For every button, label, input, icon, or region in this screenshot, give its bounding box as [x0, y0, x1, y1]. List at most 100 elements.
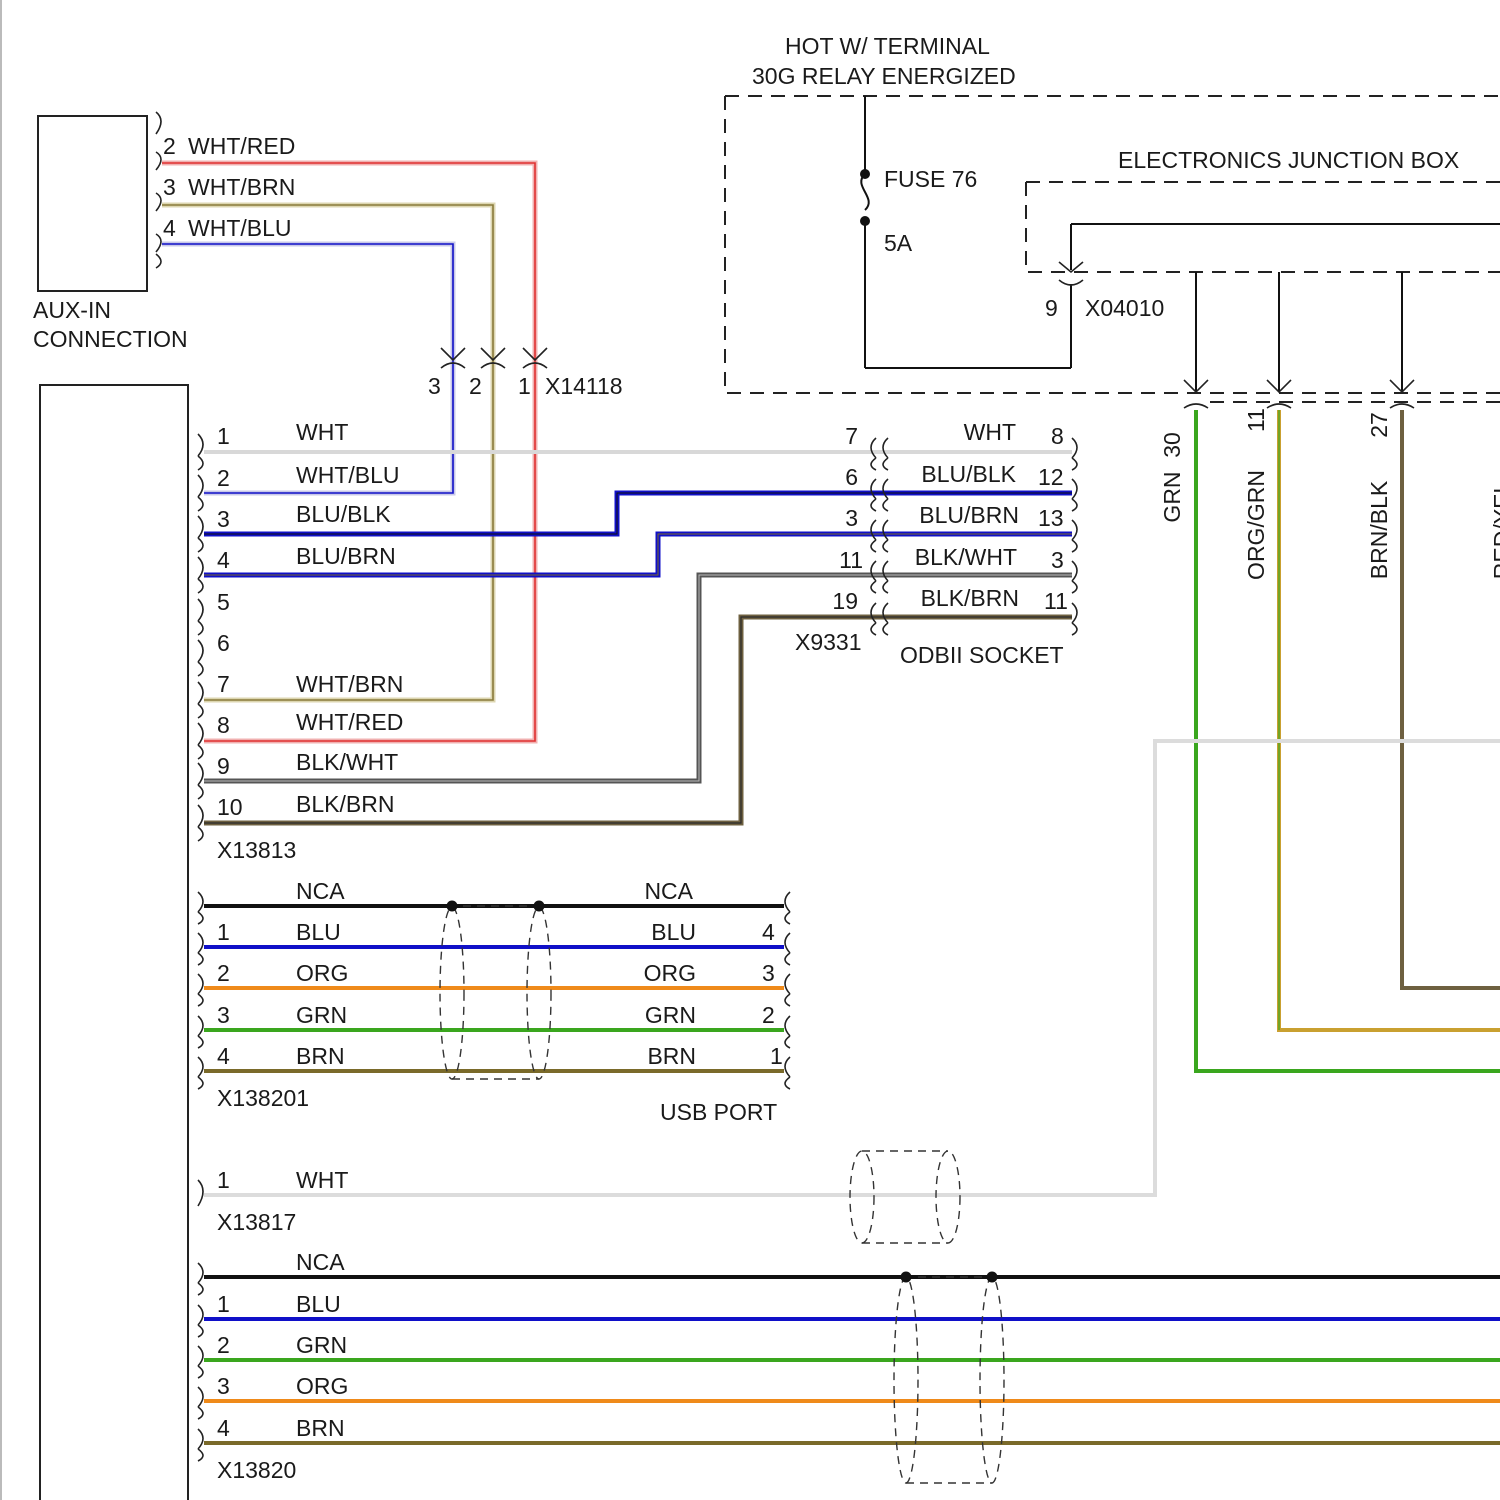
odbii-pin-13: 13: [1038, 505, 1064, 531]
x13813-wire-10: BLK/BRN: [296, 791, 394, 817]
x13820-pin-marker-1: [198, 1263, 203, 1295]
usb-port-label: USB PORT: [660, 1099, 777, 1125]
x13813-pin-marker-6: [198, 640, 203, 676]
x13820-wire-nca-label: NCA: [296, 1249, 345, 1275]
x13813-pin-8: 8: [217, 712, 230, 738]
x04010-label: X04010: [1085, 295, 1164, 321]
aux-in-label-line2: CONNECTION: [33, 326, 188, 352]
aux-pin-3: 3: [163, 174, 176, 200]
usb-port-wire-nca: NCA: [644, 878, 693, 904]
x13820-pin-2: 2: [217, 1332, 230, 1358]
radio-module-box: [40, 385, 188, 1500]
odbii-pin-marker-1: [1072, 438, 1077, 470]
x13813-pin-marker-10: [198, 805, 203, 841]
ejb-out-wire-org-grn: ORG/GRN: [1243, 470, 1269, 580]
usb-port-pin-2: 2: [762, 1002, 775, 1028]
x13813-pin-marker-4: [198, 557, 203, 593]
x138201-label: X138201: [217, 1085, 309, 1111]
x14118-pin-2: 2: [469, 373, 482, 399]
x9331-pin-6: 6: [845, 464, 858, 490]
x13820-wire-org-label: ORG: [296, 1373, 348, 1399]
x14118-pin-3: 3: [428, 373, 441, 399]
x13813-pin-5: 5: [217, 589, 230, 615]
odbii-pin-marker-2: [1072, 479, 1077, 511]
hot-title-line1: HOT W/ TERMINAL: [785, 33, 990, 59]
aux-in-label-line1: AUX-IN: [33, 297, 111, 323]
x138201-pin-marker-5: [198, 1057, 203, 1089]
x138201-wire-blu: BLU: [296, 919, 341, 945]
odbii-wire-blk-wht: BLK/WHT: [915, 544, 1017, 570]
odbii-wire-wht: WHT: [964, 419, 1016, 445]
odbii-pin-marker-5: [1072, 603, 1077, 635]
odbii-wire-blu-brn: BLU/BRN: [919, 502, 1019, 528]
usb-port-pin-1: 1: [770, 1043, 783, 1069]
ejb-out-pin-30: 30: [1159, 432, 1185, 458]
x138201-pin-3: 3: [217, 1002, 230, 1028]
x14118-pin-1: 1: [518, 373, 531, 399]
hot-title-line2: 30G RELAY ENERGIZED: [752, 63, 1016, 89]
x138201-pin-marker-3: [198, 974, 203, 1006]
usb-port-pin-marker-4: [785, 1016, 790, 1048]
x13813-pin-marker-3: [198, 516, 203, 552]
x13813-wire-2: WHT/BLU: [296, 462, 400, 488]
x13813-wire-7: WHT/BRN: [296, 671, 403, 697]
aux-wire-wht-blu-path: [162, 244, 453, 493]
fuse-label: FUSE 76: [884, 166, 977, 192]
x13813-wire-8: WHT/RED: [296, 709, 403, 735]
x13813-pin-marker-9: [198, 763, 203, 799]
x138201-pin-marker-2: [198, 933, 203, 965]
x138201-wire-nca: NCA: [296, 878, 345, 904]
usb-port-pin-marker-5: [785, 1057, 790, 1089]
aux-pin-2: 2: [163, 133, 176, 159]
odbii-wire-blu-blk: BLU/BLK: [921, 461, 1016, 487]
x13813-pin-2: 2: [217, 465, 230, 491]
x138201-pin-marker-4: [198, 1016, 203, 1048]
x9331-label: X9331: [795, 629, 862, 655]
x13817-label: X13817: [217, 1209, 296, 1235]
x04010-pin: 9: [1045, 295, 1058, 321]
x13817-pin-marker: [198, 1180, 203, 1206]
usb-port-wire-brn: BRN: [647, 1043, 696, 1069]
odbii-pin-8: 8: [1051, 423, 1064, 449]
x13820-wire-grn-label: GRN: [296, 1332, 347, 1358]
x13813-pin-3: 3: [217, 506, 230, 532]
x13820-pin-marker-5: [198, 1429, 203, 1461]
odbii-pin-11: 11: [1044, 588, 1068, 614]
x13817-wire-wht: [204, 741, 1500, 1195]
usb-port-wire-grn: GRN: [645, 1002, 696, 1028]
x13813-pin-marker-1: [198, 434, 203, 470]
x13820-wire-blu-label: BLU: [296, 1291, 341, 1317]
x13813-pin-9: 9: [217, 753, 230, 779]
x9331-pin-11: 11: [839, 547, 863, 573]
x138201-wire-brn: BRN: [296, 1043, 345, 1069]
ejb-out-pin-11: 11: [1243, 408, 1269, 432]
odbii-pin-12: 12: [1038, 464, 1064, 490]
usb-pin-markers: [198, 892, 790, 1089]
ejb-out-pin-27: 27: [1366, 412, 1392, 438]
fuse-rating: 5A: [884, 230, 913, 256]
x13813-pin-6: 6: [217, 630, 230, 656]
aux-wire-wht-brn: WHT/BRN: [188, 174, 295, 200]
x13820-pin-marker-2: [198, 1305, 203, 1337]
hot-enclosure: [725, 96, 1500, 393]
x13813-pin-7: 7: [217, 671, 230, 697]
x13820-pin-marker-4: [198, 1387, 203, 1419]
usb-port-pin-marker-3: [785, 974, 790, 1006]
usb-port-wire-org: ORG: [644, 960, 696, 986]
x138201-wire-org: ORG: [296, 960, 348, 986]
odbii-label: ODBII SOCKET: [900, 642, 1064, 668]
x14118-label: X14118: [545, 373, 623, 399]
aux-wire-wht-blu: WHT/BLU: [188, 215, 292, 241]
x13813-pin-1: 1: [217, 423, 230, 449]
x13820-pin-markers: [198, 1263, 203, 1461]
x138201-pin-2: 2: [217, 960, 230, 986]
x13813-pin-marker-5: [198, 599, 203, 635]
x13813-wire-4: BLU/BRN: [296, 543, 396, 569]
x13817-wire-1: WHT: [296, 1167, 348, 1193]
ejb-out-wire-red-yel: RED/YEL: [1489, 481, 1500, 580]
x138201-pin-1: 1: [217, 919, 230, 945]
aux-in-box: [38, 116, 147, 291]
ejb-output-arrows: [1184, 272, 1500, 408]
x13820-pin-marker-3: [198, 1346, 203, 1378]
